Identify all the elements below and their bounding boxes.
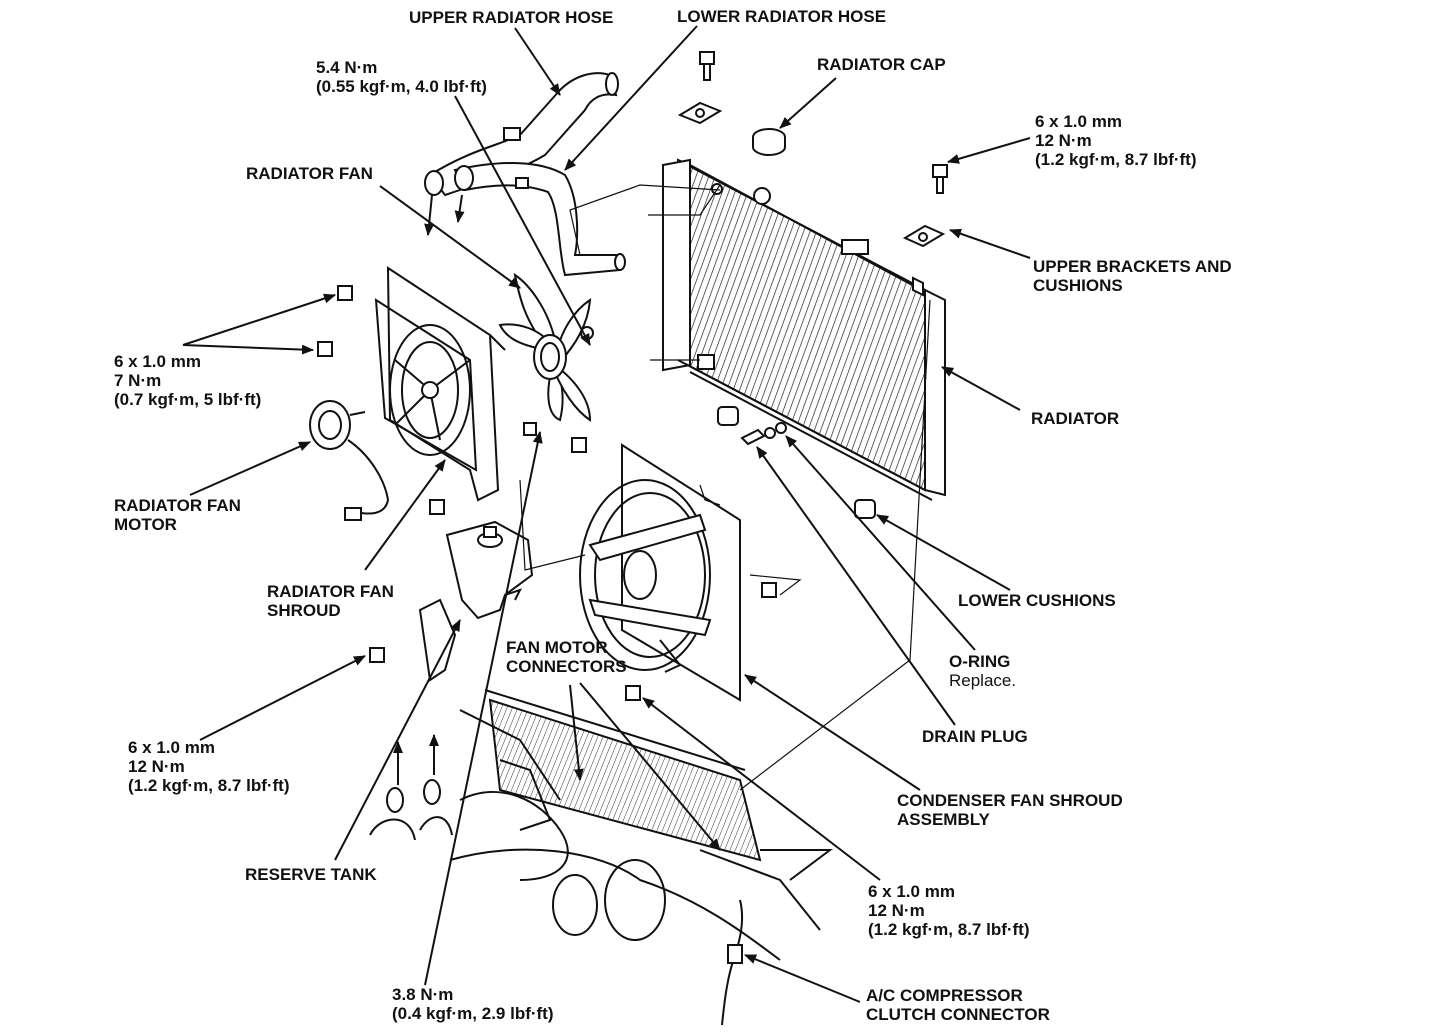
spec-line-1: 6 x 1.0 mm — [114, 352, 201, 371]
reserve-tank-illustration — [418, 520, 534, 682]
spec-line-2: 12 N·m — [868, 901, 925, 920]
label-drain-plug: DRAIN PLUG — [922, 727, 1028, 746]
label-condenser-fan-shroud: CONDENSER FAN SHROUD ASSEMBLY — [897, 791, 1123, 829]
radiator-fan-shroud-illustration — [374, 266, 506, 502]
label-ac-clutch-connector: A/C COMPRESSOR CLUTCH CONNECTOR — [866, 986, 1050, 1024]
label-fan-motor-connectors: FAN MOTOR CONNECTORS — [506, 638, 627, 676]
spec-line-3: (1.2 kgf·m, 8.7 lbf·ft) — [128, 776, 290, 795]
motor-line-1: RADIATOR FAN — [114, 496, 241, 515]
spec-line-2: 7 N·m — [114, 371, 162, 390]
ac-line-2: CLUTCH CONNECTOR — [866, 1005, 1050, 1024]
label-upper-bolt-spec: 6 x 1.0 mm 12 N·m (1.2 kgf·m, 8.7 lbf·ft… — [1035, 112, 1197, 169]
label-fan-shroud-bolt-spec: 6 x 1.0 mm 7 N·m (0.7 kgf·m, 5 lbf·ft) — [114, 352, 261, 409]
label-lower-radiator-hose: LOWER RADIATOR HOSE — [677, 7, 887, 26]
spec-line-3: (0.7 kgf·m, 5 lbf·ft) — [114, 390, 262, 409]
radiator-fan-illustration — [498, 272, 594, 422]
torque-line-1: 3.8 N·m — [392, 985, 454, 1004]
torque-line-1: 5.4 N·m — [316, 58, 378, 77]
ac-line-1: A/C COMPRESSOR — [866, 986, 1023, 1005]
connectors-line-1: FAN MOTOR — [506, 638, 608, 657]
label-radiator-cap: RADIATOR CAP — [817, 55, 946, 74]
connectors-line-2: CONNECTORS — [506, 657, 627, 676]
label-condenser-bolt-spec: 6 x 1.0 mm 12 N·m (1.2 kgf·m, 8.7 lbf·ft… — [868, 882, 1030, 939]
bolts — [317, 285, 777, 701]
spec-line-3: (1.2 kgf·m, 8.7 lbf·ft) — [868, 920, 1030, 939]
assembly-guides — [519, 184, 931, 791]
lower-parts — [717, 406, 876, 519]
torque-line-2: (0.55 kgf·m, 4.0 lbf·ft) — [316, 77, 487, 96]
torque-line-2: (0.4 kgf·m, 2.9 lbf·ft) — [392, 1004, 554, 1023]
label-radiator-fan-motor: RADIATOR FAN MOTOR — [114, 496, 241, 534]
radiator-illustration — [662, 158, 946, 501]
spec-line-1: 6 x 1.0 mm — [1035, 112, 1122, 131]
o-ring-title: O-RING — [949, 652, 1011, 671]
engine-bay-illustration — [449, 689, 833, 961]
spec-line-1: 6 x 1.0 mm — [128, 738, 215, 757]
label-upper-radiator-hose: UPPER RADIATOR HOSE — [409, 8, 614, 27]
label-radiator: RADIATOR — [1031, 409, 1120, 428]
label-reserve-tank: RESERVE TANK — [245, 865, 377, 884]
label-reserve-tank-bolt-spec: 6 x 1.0 mm 12 N·m (1.2 kgf·m, 8.7 lbf·ft… — [128, 738, 290, 795]
condenser-line-2: ASSEMBLY — [897, 810, 990, 829]
label-upper-brackets: UPPER BRACKETS AND CUSHIONS — [1033, 257, 1232, 295]
brackets-line-2: CUSHIONS — [1033, 276, 1123, 295]
shroud-line-2: SHROUD — [267, 601, 341, 620]
shroud-line-1: RADIATOR FAN — [267, 582, 394, 601]
label-o-ring: O-RING Replace. — [949, 652, 1016, 690]
hoses — [424, 72, 626, 277]
motor-line-2: MOTOR — [114, 515, 177, 534]
label-drain-torque: 3.8 N·m (0.4 kgf·m, 2.9 lbf·ft) — [392, 985, 554, 1023]
condenser-fan-shroud-illustration — [579, 443, 741, 702]
ac-connector-illustration — [721, 899, 744, 1026]
spec-line-3: (1.2 kgf·m, 8.7 lbf·ft) — [1035, 150, 1197, 169]
label-hose-clamp-torque: 5.4 N·m (0.55 kgf·m, 4.0 lbf·ft) — [316, 58, 487, 96]
upper-brackets — [677, 51, 948, 248]
leader-lines — [182, 25, 1031, 1003]
radiator-fan-motor-illustration — [309, 400, 390, 521]
hose-stubs — [369, 779, 453, 841]
o-ring-note: Replace. — [949, 671, 1017, 690]
spec-line-2: 12 N·m — [1035, 131, 1092, 150]
condenser-line-1: CONDENSER FAN SHROUD — [897, 791, 1123, 810]
label-lower-cushions: LOWER CUSHIONS — [958, 591, 1116, 610]
direction-arrows — [393, 194, 465, 785]
radiator-cap — [752, 128, 786, 156]
brackets-line-1: UPPER BRACKETS AND — [1033, 257, 1232, 276]
label-radiator-fan: RADIATOR FAN — [246, 164, 373, 183]
spec-line-1: 6 x 1.0 mm — [868, 882, 955, 901]
spec-line-2: 12 N·m — [128, 757, 185, 776]
label-radiator-fan-shroud: RADIATOR FAN SHROUD — [267, 582, 394, 620]
